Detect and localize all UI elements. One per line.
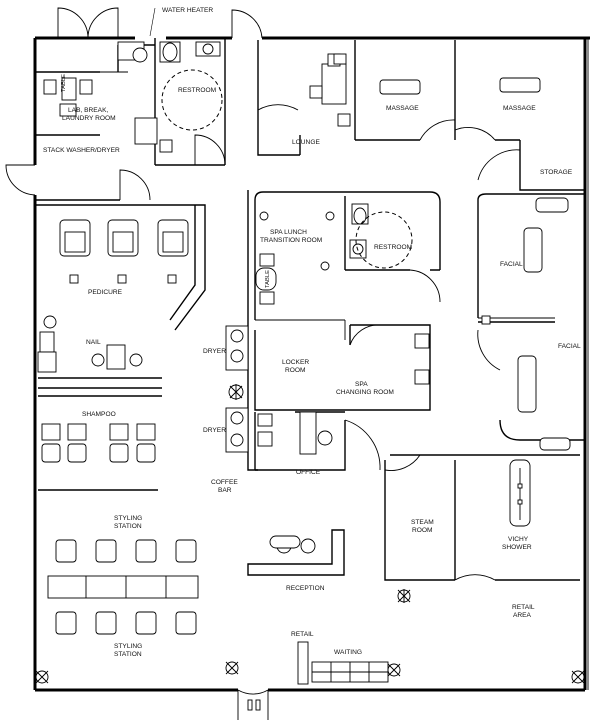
styling-stations [47,539,199,635]
label-vichy-1: VICHY [508,536,529,543]
locker-changing [254,324,431,411]
label-waiting: WAITING [334,649,362,656]
shampoo [38,395,162,491]
top-entry-doors [57,7,263,39]
label-water-heater: WATER HEATER [162,7,213,14]
spa-lunch-room [254,191,441,340]
label-spa-lunch-1: SPA LUNCH [270,229,307,236]
facial-rooms [477,193,585,451]
plants [35,589,585,684]
lounge [257,40,351,156]
label-coffee-1: COFFEE [211,479,238,486]
room-labels: WATER HEATER TABLE LAB, BREAK, LAUNDRY R… [43,7,581,658]
label-locker-2: ROOM [285,367,306,374]
nail [37,315,162,389]
label-pedicure: PEDICURE [88,289,123,296]
label-massage-1: MASSAGE [386,105,419,112]
label-storage: STORAGE [540,169,573,176]
label-restroom-2: RESTROOM [374,244,412,251]
pedicure [35,204,206,331]
label-styling-bot-1: STYLING [114,643,142,650]
label-office: OFFICE [296,469,321,476]
label-styling-top-1: STYLING [114,515,142,522]
label-spa-changing-1: SPA [355,381,368,388]
label-retail-area-2: AREA [513,612,532,619]
main-entry-doors [237,689,269,720]
label-styling-bot-2: STATION [114,651,142,658]
label-vichy-2: SHOWER [502,544,532,551]
label-facial-2: FACIAL [558,343,581,350]
exterior-walls [33,36,590,692]
restroom-spa [349,203,441,303]
label-reception: RECEPTION [286,585,325,592]
label-lab-break-1: LAB, BREAK, [68,107,108,114]
label-shampoo: SHAMPOO [82,411,116,418]
label-restroom-1: RESTROOM [178,87,216,94]
label-styling-top-2: STATION [114,523,142,530]
label-massage-2: MASSAGE [503,105,536,112]
label-facial-1: FACIAL [500,261,523,268]
label-lounge: LOUNGE [292,139,320,146]
label-table-spa: TABLE [265,270,271,288]
restroom-top-left [134,38,226,166]
label-stack-washer: STACK WASHER/DRYER [43,147,120,154]
label-steam-2: ROOM [412,527,433,534]
label-retail: RETAIL [291,631,314,638]
side-door [5,164,36,196]
massage-rooms [354,40,585,191]
label-spa-changing-2: CHANGING ROOM [336,389,394,396]
reception-desk [247,529,345,576]
dryer-stations [225,190,258,471]
label-steam-1: STEAM [411,519,434,526]
label-dryer-1: DRYER [203,348,226,355]
label-locker-1: LOCKER [282,359,309,366]
label-nail: NAIL [86,339,101,346]
label-dryer-2: DRYER [203,427,226,434]
steam-vichy [384,454,580,581]
label-lab-break-2: LAUNDRY ROOM [62,115,116,122]
label-coffee-2: BAR [218,487,232,494]
office [254,411,381,471]
label-retail-area-1: RETAIL [512,604,535,611]
label-table-lab: TABLE [61,74,67,92]
label-spa-lunch-2: TRANSITION ROOM [260,237,322,244]
lab-break-room [35,41,155,201]
